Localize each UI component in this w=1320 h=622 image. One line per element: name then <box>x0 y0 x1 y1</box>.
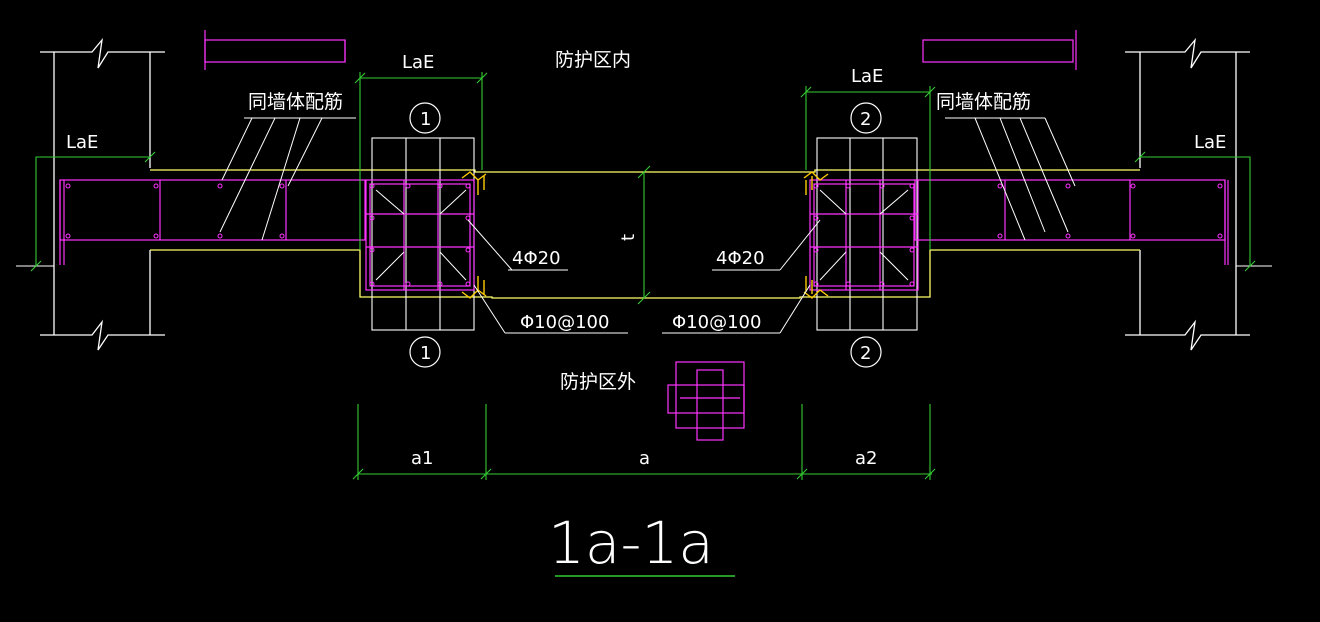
left-wall-break <box>40 37 165 351</box>
lae-dimensions <box>30 72 1256 272</box>
lae-label-right: LaE <box>1194 132 1226 153</box>
column-rebar-label-right: 4Φ20 <box>716 248 765 269</box>
section-title: 1a-1a <box>548 509 714 577</box>
mark-circle-2-bottom <box>850 336 882 368</box>
thickness-label: t <box>618 234 639 241</box>
lae-label-top-right: LaE <box>851 66 883 87</box>
column-rebar-label-left: 4Φ20 <box>512 248 561 269</box>
mark-1-bottom-label: 1 <box>420 343 431 364</box>
right-column-cage <box>809 179 919 291</box>
left-pilaster <box>371 137 475 331</box>
rebar-dots <box>65 183 1223 287</box>
section-marks <box>409 102 882 368</box>
wall-rebar-label-right: 同墙体配筋 <box>936 91 1031 113</box>
cage-ties <box>375 189 909 281</box>
mark-circle-1-top <box>409 102 441 134</box>
weld-marks <box>461 171 829 299</box>
dim-a-label: a <box>639 448 650 469</box>
annotations: LaE LaE LaE LaE 防护区内 防护区外 同墙体配筋 同墙体配筋 4Φ… <box>66 49 1226 577</box>
wall-rebar <box>59 179 1229 265</box>
leader-lines <box>16 117 1272 334</box>
stirrup-label-right: Φ10@100 <box>672 312 761 333</box>
key-plan-symbol <box>667 361 745 441</box>
lae-label-left: LaE <box>66 132 98 153</box>
top-symbols <box>204 30 1077 70</box>
mark-circle-1-bottom <box>409 336 441 368</box>
mark-1-top-label: 1 <box>420 109 431 130</box>
wall-rebar-label-left: 同墙体配筋 <box>248 91 343 113</box>
dim-a2-label: a2 <box>855 448 877 469</box>
bottom-dimensions <box>352 404 936 480</box>
mark-2-top-label: 2 <box>860 109 871 130</box>
right-pilaster <box>816 137 918 331</box>
outside-zone-label: 防护区外 <box>560 371 636 393</box>
inside-zone-label: 防护区内 <box>555 49 631 71</box>
right-wall-break <box>1125 37 1250 351</box>
dim-a1-label: a1 <box>411 448 433 469</box>
mark-2-bottom-label: 2 <box>860 343 871 364</box>
left-column-cage <box>365 179 475 291</box>
lae-label-top-left: LaE <box>402 52 434 73</box>
thickness-dim <box>637 165 651 305</box>
stirrup-label-left: Φ10@100 <box>520 312 609 333</box>
concrete-outline <box>150 169 1140 299</box>
mark-circle-2-top <box>850 102 882 134</box>
